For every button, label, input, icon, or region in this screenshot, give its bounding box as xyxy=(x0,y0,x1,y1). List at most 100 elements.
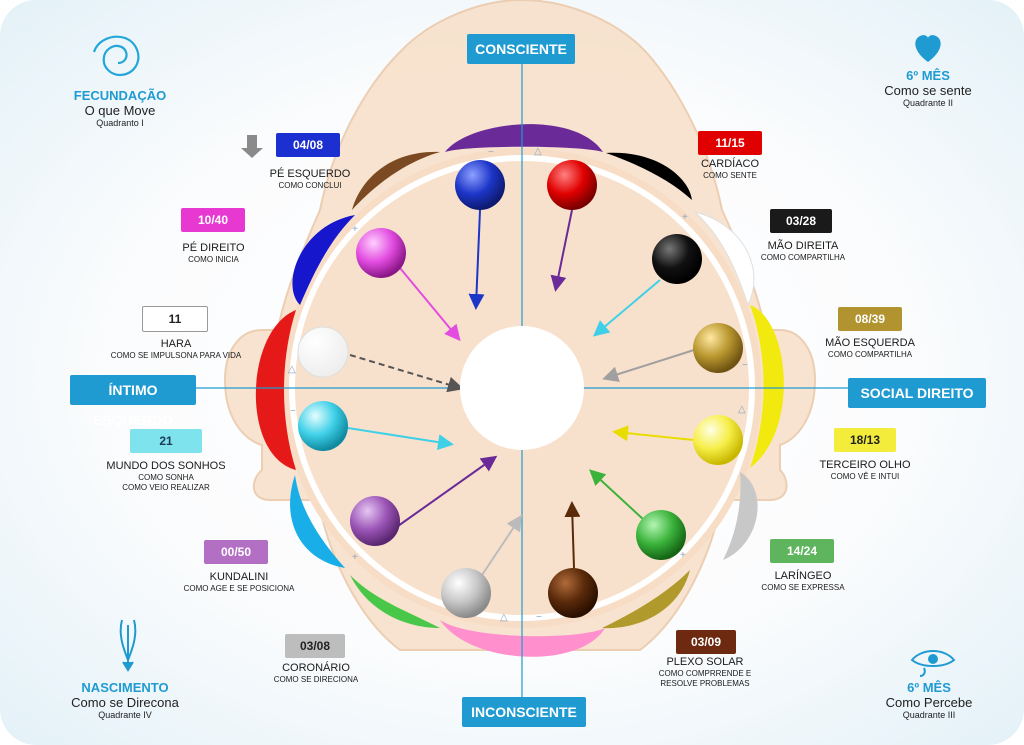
center-description: COMO CONCLUI xyxy=(278,181,342,190)
corner-title: 6º MÊS xyxy=(907,680,951,695)
center-name: MUNDO DOS SONHOS xyxy=(106,460,226,472)
petal-red xyxy=(255,310,296,470)
arrow-gold xyxy=(602,349,695,382)
badge-kundalini: 00/50 xyxy=(204,540,268,564)
corner-top-left: FECUNDAÇÃO O que Move Quadranto I xyxy=(60,88,180,129)
petal-sky xyxy=(290,475,345,568)
ball-silver xyxy=(441,568,491,618)
mark-minus: − xyxy=(536,612,542,623)
center-description: COMO COMPRRENDE E xyxy=(658,669,752,678)
corner-subtitle: O que Move xyxy=(84,103,156,118)
corner-title: FECUNDAÇÃO xyxy=(73,88,167,103)
ball-green xyxy=(636,510,686,560)
corner-quadrant: Quadrante II xyxy=(902,98,954,108)
center-name: MÃO ESQUERDA xyxy=(825,337,915,349)
center-description: COMO SE IMPULSONA PARA VIDA xyxy=(110,351,242,360)
ball-black xyxy=(652,234,702,284)
badge-mao-direita: 03/28 xyxy=(770,209,832,233)
axis-top-consciente[interactable]: CONSCIENTE xyxy=(467,34,575,64)
heart-icon xyxy=(915,35,941,62)
corner-subtitle: Como se sente xyxy=(884,83,972,98)
petal-olive xyxy=(602,570,690,629)
badge-plexo-solar: 03/09 xyxy=(676,630,736,654)
corner-quadrant: Quadrante IV xyxy=(98,710,152,720)
ball-magenta xyxy=(356,228,406,278)
mark-plus: + xyxy=(680,550,686,561)
center-description: COMO VEIO REALIZAR xyxy=(122,483,210,492)
corner-title: NASCIMENTO xyxy=(81,680,169,695)
mark-plus: + xyxy=(352,224,358,235)
mark-plus: + xyxy=(682,212,688,223)
center-description: RESOLVE PROBLEMAS xyxy=(660,679,750,688)
arrow-cyan xyxy=(347,427,454,451)
corner-subtitle: Como se Direcona xyxy=(71,695,179,710)
petal-blue xyxy=(292,215,355,305)
center-name: MÃO DIREITA xyxy=(767,240,839,252)
petal-green xyxy=(350,575,440,628)
ball-blue xyxy=(455,160,505,210)
mark-minus: − xyxy=(488,147,494,158)
center-name: HARA xyxy=(160,338,192,350)
arrow-white xyxy=(349,354,464,393)
petal-brown xyxy=(352,151,440,210)
center-name: PLEXO SOLAR xyxy=(666,656,744,668)
badge-mao-esquerda: 08/39 xyxy=(838,307,902,331)
mark-triangle: △ xyxy=(288,364,296,375)
center-name: PÉ ESQUERDO xyxy=(269,168,351,180)
trident-icon xyxy=(119,619,137,672)
petal-silver xyxy=(723,472,758,560)
badge-cardiaco: 11/15 xyxy=(698,131,762,155)
ball-cyan xyxy=(298,401,348,451)
center-description: COMO VÊ E INTUI xyxy=(830,472,900,481)
center-description: COMO COMPARTILHA xyxy=(760,253,846,262)
center-hub xyxy=(460,326,584,450)
axis-bottom-inconsciente[interactable]: INCONSCIENTE xyxy=(462,697,586,727)
arrow-blue xyxy=(468,209,485,310)
mark-triangle: △ xyxy=(534,146,542,157)
axis-left-intimo-esquerdo[interactable]: ÍNTIMO ESQUERDO xyxy=(70,375,196,428)
down-arrow-icon xyxy=(241,135,263,158)
petal-violet xyxy=(445,124,603,152)
arrow-yellow xyxy=(612,425,695,442)
corner-subtitle: Como Percebe xyxy=(885,695,973,710)
badge-laringeo: 14/24 xyxy=(770,539,834,563)
badge-hara: 11 xyxy=(142,306,208,332)
ball-red xyxy=(547,160,597,210)
center-name: CORONÁRIO xyxy=(282,662,350,674)
corner-bottom-left: NASCIMENTO Como se Direcona Quadrante IV xyxy=(60,680,190,721)
mark-minus: − xyxy=(290,406,296,417)
center-name: TERCEIRO OLHO xyxy=(819,459,911,471)
ball-white xyxy=(297,326,349,378)
arrow-violet xyxy=(397,455,498,527)
badge-pe-direito: 10/40 xyxy=(181,208,245,232)
petal-white-top xyxy=(694,211,755,307)
arrow-red xyxy=(550,209,573,292)
center-description: COMO AGE E SE POSICIONA xyxy=(183,584,295,593)
corner-title: 6º MÊS xyxy=(906,68,950,83)
mark-triangle: △ xyxy=(500,612,508,623)
arrow-silver xyxy=(481,514,523,576)
arrow-black xyxy=(592,279,661,337)
center-name: PÉ DIREITO xyxy=(182,242,245,254)
arrows xyxy=(347,209,695,576)
badge-mundo-sonhos: 21 xyxy=(130,429,202,453)
corner-quadrant: Quadrante III xyxy=(902,710,956,720)
chakra-balls xyxy=(297,160,743,618)
ball-violet xyxy=(350,496,400,546)
spiral-icon xyxy=(92,35,140,76)
corner-bottom-right: 6º MÊS Como Percebe Quadrante III xyxy=(866,680,992,721)
center-description: COMO COMPARTILHA xyxy=(827,350,913,359)
axis-right-social-direito[interactable]: SOCIAL DIREITO xyxy=(848,378,986,408)
